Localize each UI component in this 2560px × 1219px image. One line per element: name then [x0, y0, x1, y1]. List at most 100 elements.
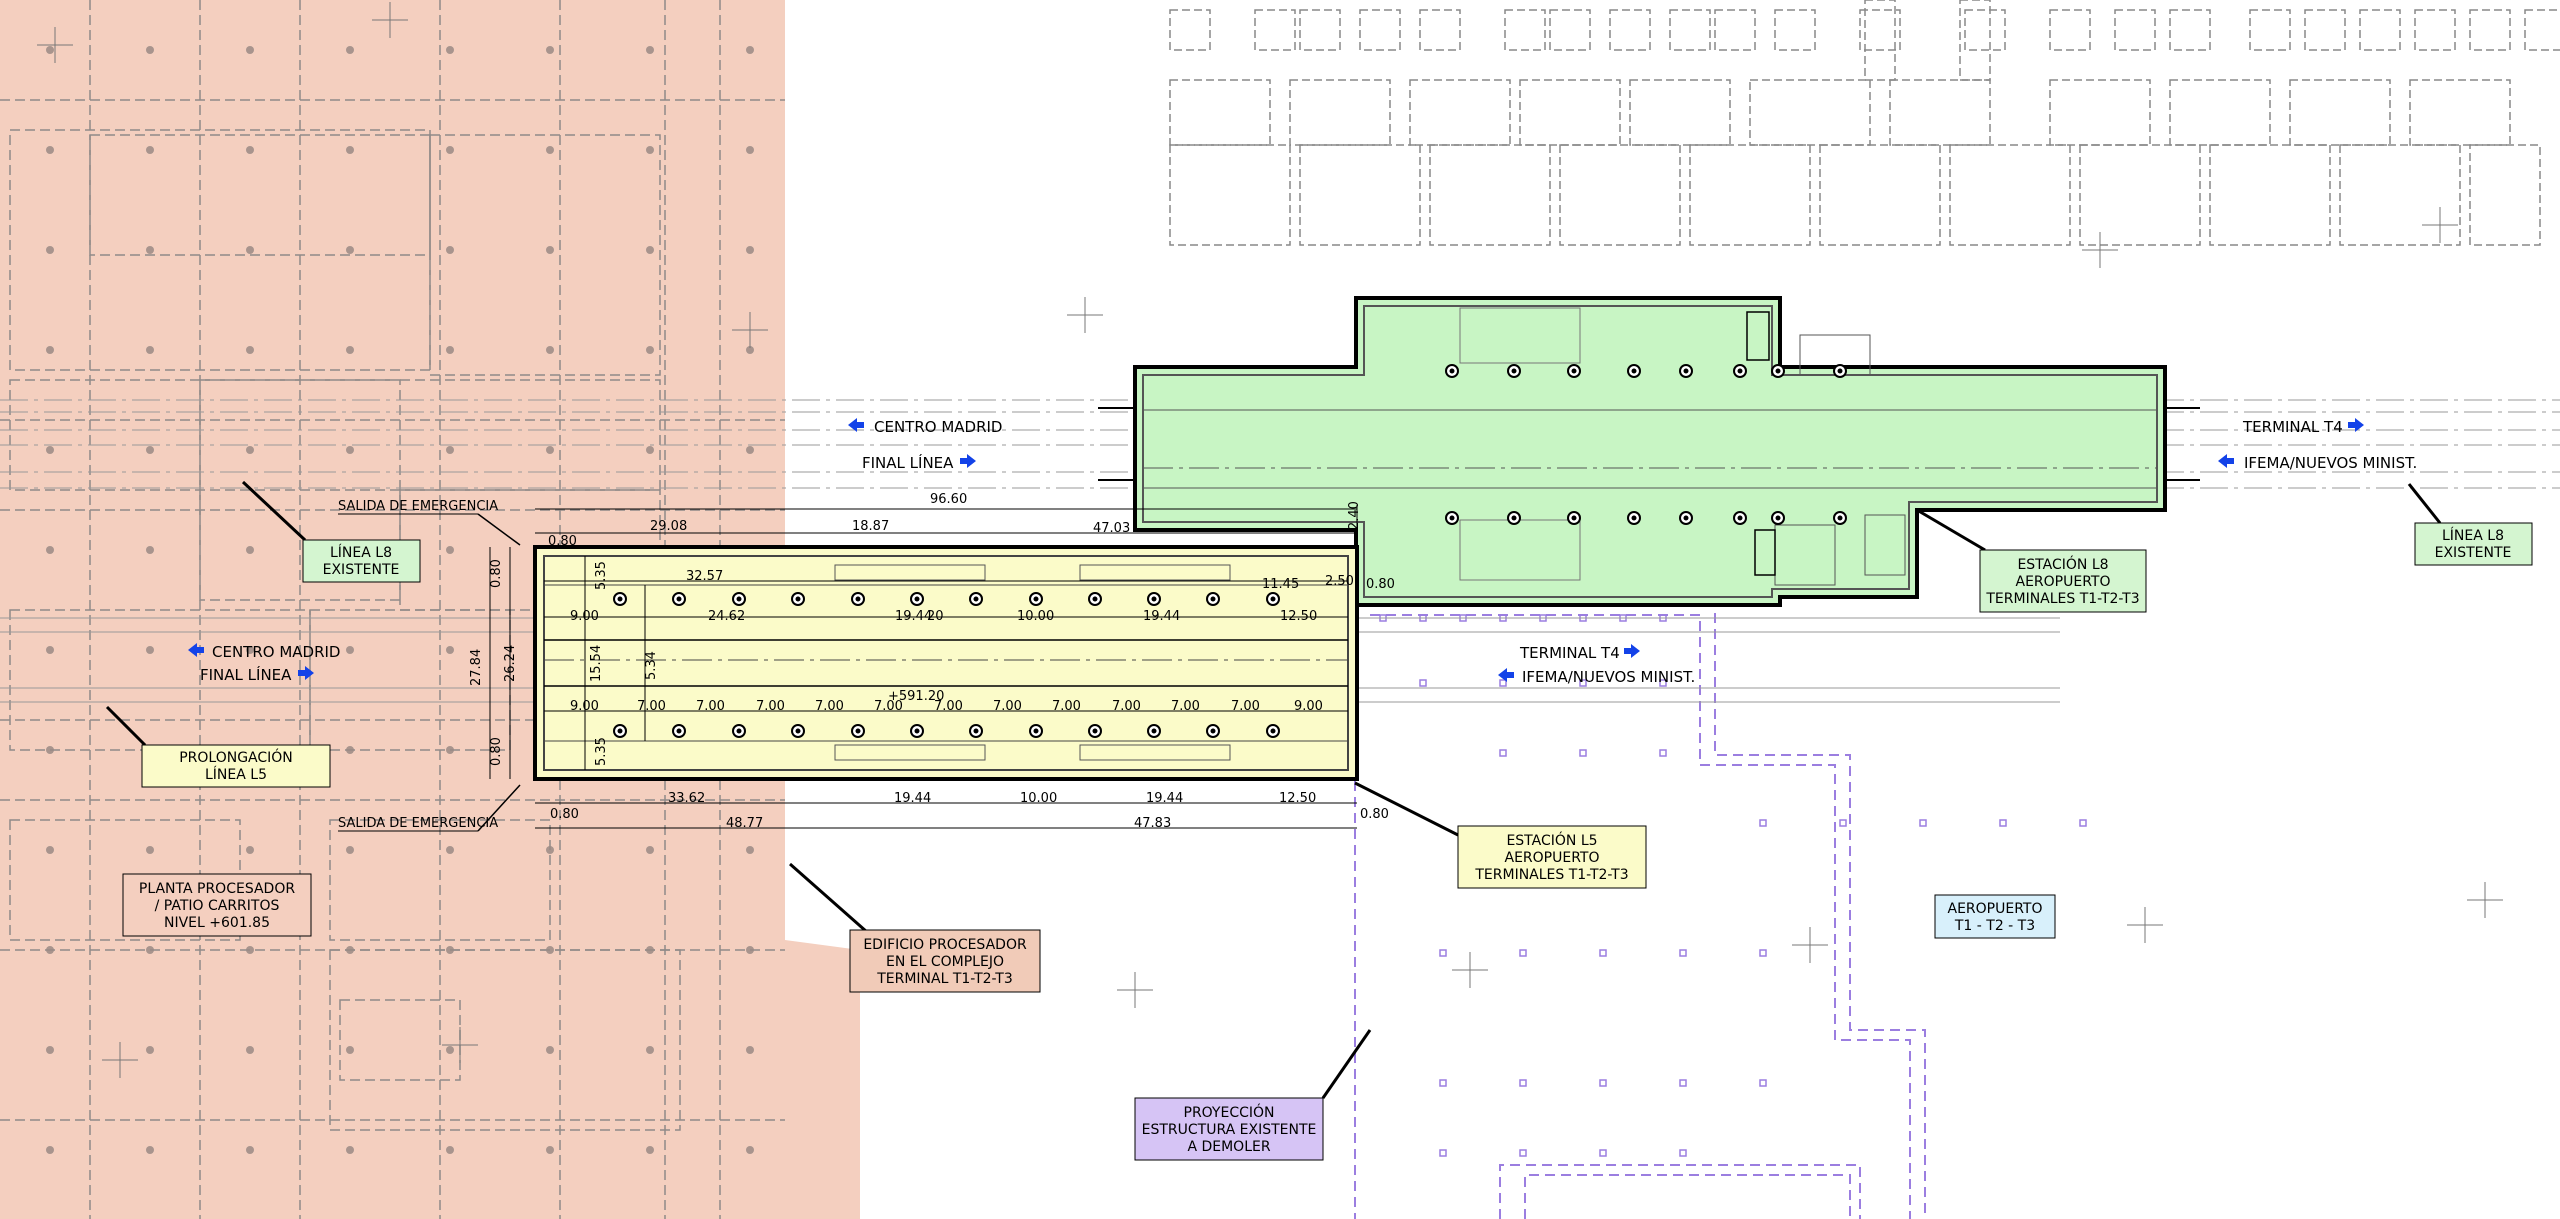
callout-l5-extension: PROLONGACIÓN LÍNEA L5 — [141, 744, 331, 788]
dim-vert-a: 0.80 — [489, 559, 504, 588]
dim-low-12: 7.00 — [1231, 699, 1260, 714]
dim-up-1: 9.00 — [570, 609, 599, 624]
dim-top-d: 47.03 — [1093, 521, 1130, 536]
demolish-projection — [1354, 604, 1926, 1219]
l8-centro-label: CENTRO MADRID — [874, 418, 1002, 436]
dim-low-8: 7.00 — [993, 699, 1022, 714]
dim-bot-9: 47.83 — [1134, 816, 1171, 831]
callout-l8-station-line1: ESTACIÓN L8 — [2017, 555, 2108, 573]
leader-lines — [105, 480, 2442, 1099]
dimension-labels: 96.60 0.80 29.08 18.87 47.03 32.57 19.44… — [469, 492, 1395, 831]
l8-station — [1133, 296, 2167, 607]
callout-l8-station: ESTACIÓN L8 AEROPUERTO TERMINALES T1-T2-… — [1979, 549, 2147, 613]
dim-inner-a: 32.57 — [686, 569, 723, 584]
callout-airport-line1: AEROPUERTO — [1948, 901, 2043, 917]
dim-top-total: 96.60 — [930, 492, 967, 507]
dim-bot-2: 33.62 — [668, 791, 705, 806]
l5-centro-label: CENTRO MADRID — [212, 643, 340, 661]
callout-l8-station-line3: TERMINALES T1-T2-T3 — [1985, 591, 2139, 607]
callout-processor-building-line2: EN EL COMPLEJO — [886, 954, 1004, 970]
callout-l8-left: LÍNEA L8 EXISTENTE — [302, 539, 421, 583]
callout-processor-plant-line2: / PATIO CARRITOS — [155, 898, 280, 914]
dim-inner-d: 2.50 — [1325, 574, 1354, 589]
l5-t4-label: TERMINAL T4 — [1519, 644, 1620, 662]
callout-airport: AEROPUERTO T1 - T2 - T3 — [1934, 894, 2056, 939]
dim-low-7: 7.00 — [934, 699, 963, 714]
dim-vinner-d: 5.35 — [594, 737, 609, 766]
arrow-left-icon — [2218, 454, 2234, 468]
dim-up-6: 19.44 — [1143, 609, 1180, 624]
callout-l8-right: LÍNEA L8 EXISTENTE — [2414, 522, 2533, 566]
dim-vert-c: 26.24 — [503, 645, 518, 682]
dim-low-6: 7.00 — [874, 699, 903, 714]
dim-low-5: 7.00 — [815, 699, 844, 714]
dim-up-4: 20 — [927, 609, 944, 624]
l8-ifema-label: IFEMA/NUEVOS MINIST. — [2244, 454, 2417, 472]
callout-l8-right-line1: LÍNEA L8 — [2442, 527, 2504, 544]
level-mark: +591.20 — [888, 689, 944, 704]
processor-area-edge — [785, 0, 860, 1219]
dim-l8-offset: 2.40 — [1347, 501, 1362, 530]
dim-top-c: 18.87 — [852, 519, 889, 534]
dim-low-3: 7.00 — [696, 699, 725, 714]
dim-low-2: 7.00 — [637, 699, 666, 714]
l5-final-label: FINAL LÍNEA — [200, 665, 292, 684]
callout-processor-plant: PLANTA PROCESADOR / PATIO CARRITOS NIVEL… — [122, 873, 312, 937]
direction-labels: CENTRO MADRID FINAL LÍNEA TERMINAL T4 IF… — [188, 418, 2417, 686]
arrow-right-icon — [1624, 644, 1640, 658]
callout-l5-station-line3: TERMINALES T1-T2-T3 — [1474, 867, 1628, 883]
emergency-exit-bottom: SALIDA DE EMERGENCIA — [338, 816, 498, 831]
dim-bot-3: 19.44 — [894, 791, 931, 806]
callout-processor-building-line1: EDIFICIO PROCESADOR — [863, 937, 1027, 953]
dim-top-b: 29.08 — [650, 519, 687, 534]
callout-processor-plant-line1: PLANTA PROCESADOR — [139, 881, 295, 897]
l8-t4-label: TERMINAL T4 — [2242, 418, 2343, 436]
terminal-building-structure — [1169, 0, 2560, 246]
dim-bot-1: 0.80 — [550, 807, 579, 822]
arrow-right-icon — [960, 454, 976, 468]
callout-l8-station-line2: AEROPUERTO — [2016, 574, 2111, 590]
callout-l8-right-line2: EXISTENTE — [2435, 545, 2512, 561]
callout-processor-building: EDIFICIO PROCESADOR EN EL COMPLEJO TERMI… — [849, 929, 1041, 993]
callout-l5-extension-line2: LÍNEA L5 — [205, 766, 267, 783]
callout-processor-plant-line3: NIVEL +601.85 — [164, 915, 270, 931]
callout-l5-extension-line1: PROLONGACIÓN — [179, 748, 293, 766]
dim-low-4: 7.00 — [756, 699, 785, 714]
dim-bot-8: 48.77 — [726, 816, 763, 831]
l5-ifema-label: IFEMA/NUEVOS MINIST. — [1522, 668, 1695, 686]
dim-up-2: 24.62 — [708, 609, 745, 624]
dim-vinner-a: 5.35 — [594, 561, 609, 590]
dim-bot-5: 19.44 — [1146, 791, 1183, 806]
dim-bot-6: 12.50 — [1279, 791, 1316, 806]
callout-demolish-line3: A DEMOLER — [1187, 1139, 1270, 1155]
dim-low-13: 9.00 — [1294, 699, 1323, 714]
callout-l5-station-line1: ESTACIÓN L5 — [1506, 831, 1597, 849]
callout-airport-line2: T1 - T2 - T3 — [1954, 918, 2035, 934]
dimension-lines — [489, 505, 1358, 829]
dim-low-1: 9.00 — [570, 699, 599, 714]
callout-l5-station: ESTACIÓN L5 AEROPUERTO TERMINALES T1-T2-… — [1457, 825, 1647, 889]
dim-up-5: 10.00 — [1017, 609, 1054, 624]
dim-inner-c: 11.45 — [1262, 577, 1299, 592]
emergency-exit-top: SALIDA DE EMERGENCIA — [338, 499, 498, 514]
callout-l8-left-line1: LÍNEA L8 — [330, 544, 392, 561]
dim-bot-7: 0.80 — [1360, 807, 1389, 822]
dim-bot-4: 10.00 — [1020, 791, 1057, 806]
callout-demolish-line1: PROYECCIÓN — [1184, 1103, 1275, 1121]
dim-low-10: 7.00 — [1112, 699, 1141, 714]
dim-top-a: 0.80 — [548, 534, 577, 549]
callout-l8-left-line2: EXISTENTE — [323, 562, 400, 578]
dim-vert-b: 27.84 — [469, 649, 484, 686]
callout-demolish: PROYECCIÓN ESTRUCTURA EXISTENTE A DEMOLE… — [1134, 1097, 1324, 1161]
dim-vinner-c: 5.34 — [644, 651, 659, 680]
callout-demolish-line2: ESTRUCTURA EXISTENTE — [1142, 1122, 1317, 1138]
dim-low-9: 7.00 — [1052, 699, 1081, 714]
l8-final-label: FINAL LÍNEA — [862, 453, 954, 472]
l5-station — [533, 545, 1359, 781]
dim-inner-e: 0.80 — [1366, 577, 1395, 592]
dim-vert-d: 0.80 — [489, 737, 504, 766]
dim-vinner-b: 15.54 — [589, 645, 604, 682]
emergency-exits: SALIDA DE EMERGENCIA SALIDA DE EMERGENCI… — [338, 499, 521, 832]
callout-l5-station-line2: AEROPUERTO — [1505, 850, 1600, 866]
